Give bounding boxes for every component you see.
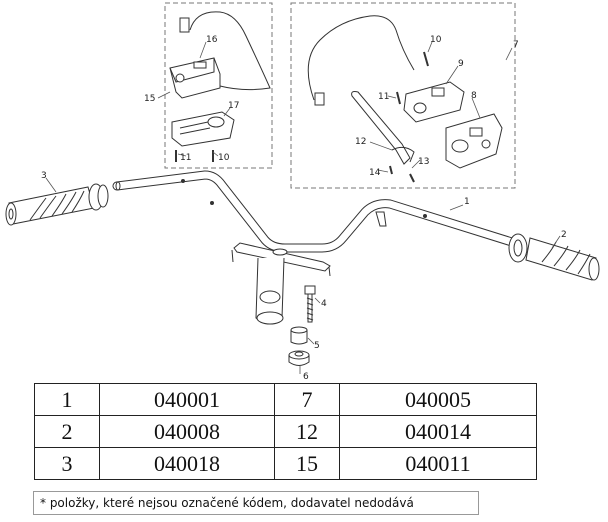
callout-4: 4 — [321, 299, 327, 309]
part-code: 040005 — [339, 383, 537, 416]
callout-10-right: 10 — [430, 35, 442, 45]
callout-5: 5 — [314, 341, 320, 351]
handlebar-clamp — [231, 242, 331, 277]
part-number: 1 — [34, 383, 100, 416]
footnote: * položky, které nejsou označené kódem, … — [33, 491, 479, 515]
callout-1: 1 — [464, 197, 470, 207]
callout-11-right: 11 — [378, 92, 389, 102]
nut — [288, 350, 310, 366]
part-code: 040008 — [99, 415, 275, 448]
callout-12: 12 — [355, 137, 366, 147]
callout-10-left: 10 — [218, 153, 230, 163]
group-frame-right-switch — [290, 2, 516, 189]
steering-stem — [255, 257, 285, 325]
callout-13: 13 — [418, 157, 429, 167]
table-row: 2 040008 12 040014 — [34, 415, 537, 448]
callout-9: 9 — [458, 59, 464, 69]
callout-16: 16 — [206, 35, 218, 45]
callout-8: 8 — [471, 91, 477, 101]
bushing — [290, 326, 308, 345]
callout-15: 15 — [144, 94, 155, 104]
part-number: 15 — [274, 447, 340, 480]
part-number: 2 — [34, 415, 100, 448]
part-code: 040001 — [99, 383, 275, 416]
part-number: 7 — [274, 383, 340, 416]
handlebar-tube — [112, 170, 520, 253]
callout-6: 6 — [303, 372, 309, 380]
part-number: 12 — [274, 415, 340, 448]
right-grip — [508, 233, 600, 281]
part-number: 3 — [34, 447, 100, 480]
left-grip — [5, 183, 109, 226]
callout-labels: 1 2 3 4 5 6 7 8 9 10 11 12 13 14 15 16 1… — [41, 35, 567, 380]
callout-3: 3 — [41, 171, 47, 181]
right-switch-assembly — [307, 15, 503, 183]
callout-11-left: 11 — [180, 153, 191, 163]
left-switch-assembly — [169, 11, 271, 162]
table-row: 3 040018 15 040011 — [34, 447, 537, 480]
callout-17: 17 — [228, 101, 239, 111]
callout-7: 7 — [513, 40, 519, 50]
table-row: 1 040001 7 040005 — [34, 383, 537, 416]
handlebar-exploded-diagram: 1 2 3 4 5 6 7 8 9 10 11 12 13 14 15 16 1… — [5, 2, 600, 380]
bolt — [304, 285, 316, 323]
part-code: 040011 — [339, 447, 537, 480]
leader-lines — [45, 41, 561, 374]
callout-14: 14 — [369, 168, 381, 178]
callout-2: 2 — [561, 230, 567, 240]
parts-table: 1 040001 7 040005 2 040008 12 040014 3 0… — [34, 383, 537, 480]
part-code: 040018 — [99, 447, 275, 480]
part-code: 040014 — [339, 415, 537, 448]
